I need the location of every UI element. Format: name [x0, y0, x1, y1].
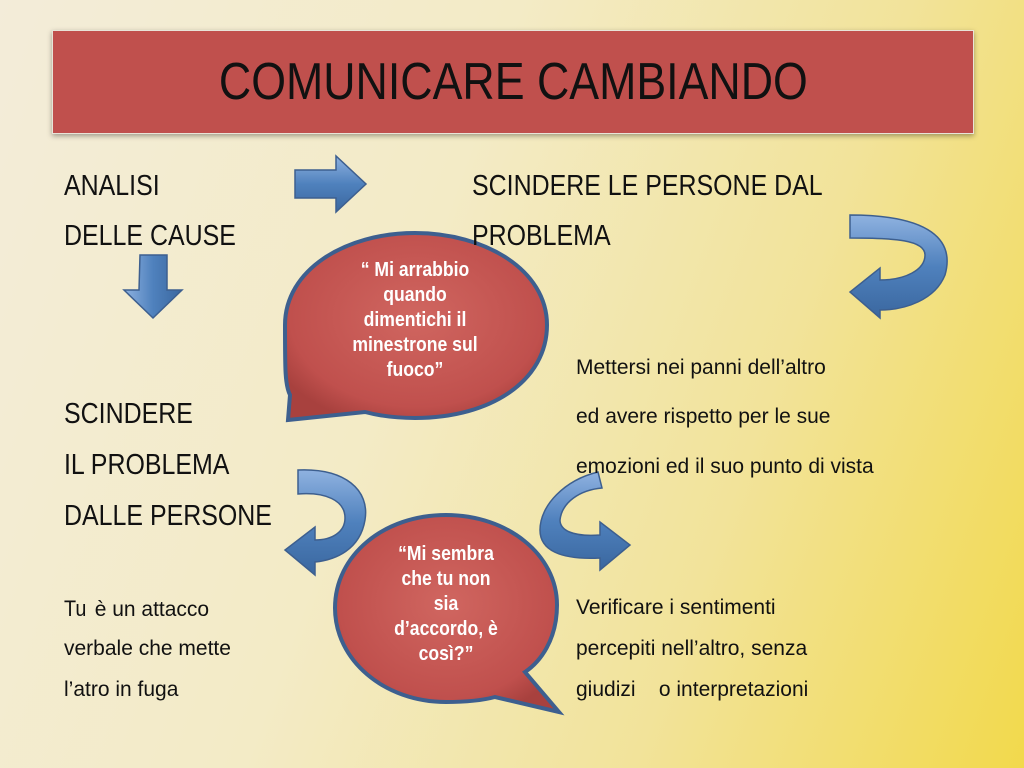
right-body-mettersi-3: emozioni ed il suo punto di vista	[576, 455, 874, 478]
bubble-1-line4: minestrone sul	[352, 334, 478, 356]
right-body-verificare-1: Verificare i sentimenti	[576, 596, 776, 619]
bubble-2-line1: “Mi sembra	[398, 543, 494, 565]
left-heading-delle-cause: DELLE CAUSE	[64, 220, 236, 252]
left-heading-analisi: ANALISI	[64, 170, 160, 202]
bubble-2-line3: sia	[433, 593, 459, 615]
speech-bubble-2	[332, 512, 565, 716]
right-heading-line2: PROBLEMA	[472, 220, 611, 252]
title-banner: COMUNICARE CAMBIANDO	[52, 30, 974, 134]
left-heading-scindere: SCINDERE	[64, 398, 193, 430]
bubble-2-line2: che tu non	[401, 568, 491, 590]
bubble-1-line5: fuoco”	[386, 359, 444, 381]
left-body-line1: Tu è un attacco	[64, 596, 209, 622]
left-heading-dalle-persone: DALLE PERSONE	[64, 500, 272, 532]
curved-arrow-right-icon	[539, 471, 632, 572]
right-body-verificare-3: giudizi o interpretazioni	[576, 678, 809, 701]
down-arrow-icon	[122, 254, 184, 320]
bubble-2-line4: d’accordo, è	[394, 618, 498, 640]
curved-arrow-left-icon	[283, 469, 367, 577]
tu-word: Tu	[64, 596, 87, 621]
speech-bubble-1	[282, 230, 550, 423]
bubble-2-line5: così?”	[418, 643, 474, 665]
page-title: COMUNICARE CAMBIANDO	[218, 53, 808, 111]
right-body-mettersi-1: Mettersi nei panni dell’altro	[576, 356, 826, 379]
left-heading-il-problema: IL PROBLEMA	[64, 449, 230, 481]
bubble-1-line1: “ Mi arrabbio	[360, 259, 470, 281]
left-body-line2: verbale che mette	[64, 637, 231, 660]
curved-arrow-top-right-icon	[848, 214, 948, 320]
right-heading-line1: SCINDERE LE PERSONE DAL	[472, 170, 823, 202]
tu-rest: è un attacco	[88, 598, 210, 621]
bubble-1-line3: dimentichi il	[363, 309, 467, 331]
right-arrow-icon	[294, 154, 368, 214]
bubble-2-text: “Mi sembra che tu non sia d’accordo, è c…	[376, 542, 517, 667]
right-body-verificare-2: percepiti nell’altro, senza	[576, 637, 808, 660]
bubble-1-line2: quando	[383, 284, 447, 306]
bubble-1-text: “ Mi arrabbio quando dimentichi il mines…	[345, 258, 486, 383]
left-body-line3: l’atro in fuga	[64, 678, 179, 701]
right-body-mettersi-2: ed avere rispetto per le sue	[576, 405, 831, 428]
